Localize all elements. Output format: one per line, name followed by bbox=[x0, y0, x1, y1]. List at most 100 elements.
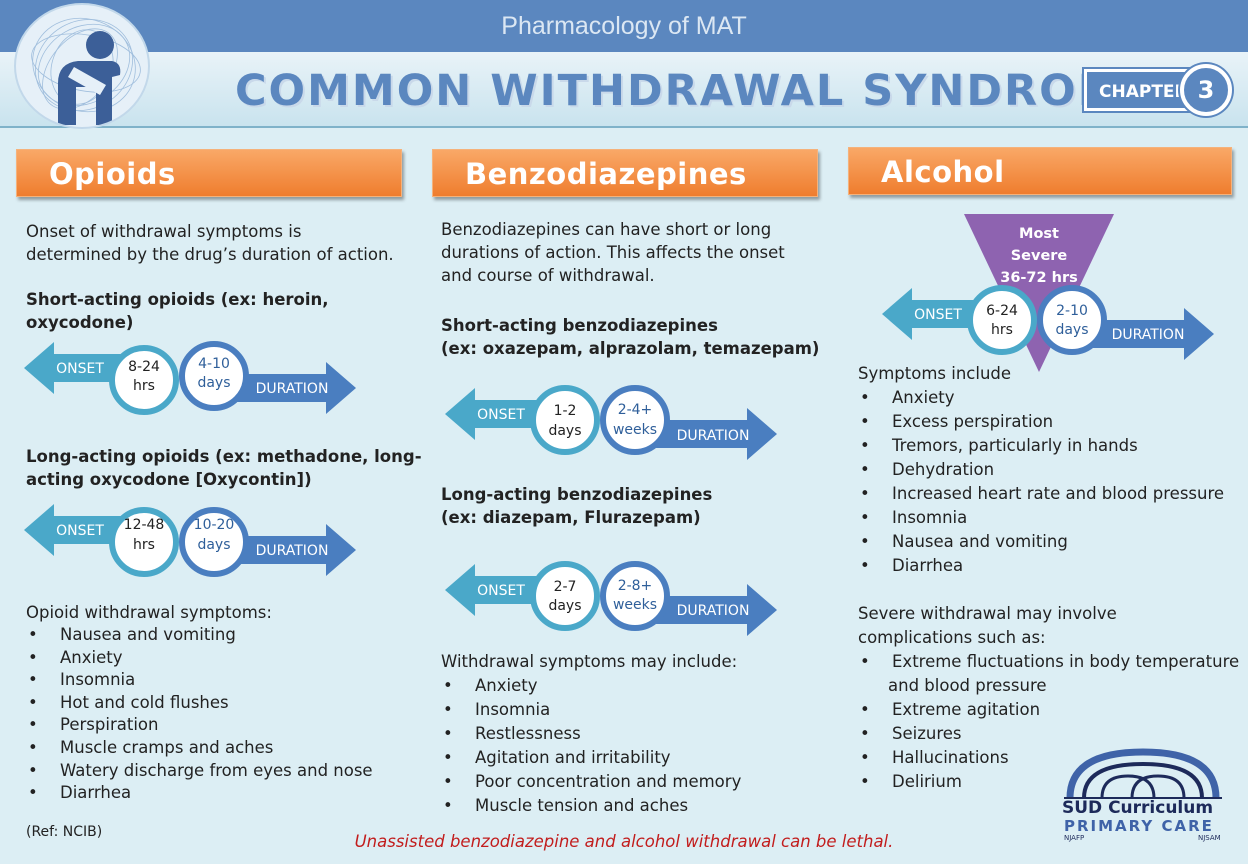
alcohol-severe-list: Extreme fluctuations in body temperature… bbox=[858, 650, 1239, 794]
onset-circle bbox=[530, 385, 600, 455]
logo-left-org: NJAFP bbox=[1064, 834, 1085, 842]
duration-unit: days bbox=[1055, 322, 1088, 338]
list-item: Perspiration bbox=[26, 714, 373, 737]
list-item: Muscle tension and aches bbox=[441, 794, 741, 818]
benzo-intro: Benzodiazepines can have short or long d… bbox=[441, 218, 821, 287]
list-item: Insomnia bbox=[441, 698, 741, 722]
onset-label: ONSET bbox=[477, 407, 525, 423]
header: Pharmacology of MAT COMMON WITHDRAWAL SY… bbox=[0, 0, 1248, 129]
list-item: Nausea and vomiting bbox=[26, 624, 373, 647]
duration-circle bbox=[179, 341, 249, 411]
alcohol-severe-title-line: complications such as: bbox=[858, 628, 1046, 647]
list-item: Increased heart rate and blood pressure bbox=[858, 482, 1224, 506]
peak-severity-triangle bbox=[964, 214, 1114, 372]
onset-circle bbox=[530, 561, 600, 631]
logo-right-org: NJSAM bbox=[1198, 834, 1221, 842]
opioids-short-title: Short-acting opioids (ex: heroin, oxycod… bbox=[26, 288, 406, 334]
duration-value: 2-8+ bbox=[618, 578, 653, 594]
peak-line: Severe bbox=[1011, 248, 1068, 264]
onset-label: ONSET bbox=[56, 361, 104, 377]
chapter-number: 3 bbox=[1180, 64, 1232, 116]
opioids-symptoms-title: Opioid withdrawal symptoms: bbox=[26, 603, 272, 622]
benzo-short-title-line: Short-acting benzodiazepines bbox=[441, 316, 718, 335]
duration-unit: days bbox=[197, 375, 230, 391]
alcohol-symptoms-title: Symptoms include bbox=[858, 364, 1012, 383]
peak-line: Most bbox=[1019, 226, 1059, 242]
onset-label: ONSET bbox=[914, 307, 962, 323]
opioids-intro-line: Onset of withdrawal symptoms is bbox=[26, 222, 302, 241]
list-item: Diarrhea bbox=[26, 782, 373, 805]
onset-circle bbox=[967, 285, 1037, 355]
list-item: Insomnia bbox=[26, 669, 373, 692]
list-item: Hot and cold flushes bbox=[26, 692, 373, 715]
benzo-short-title-line: (ex: oxazepam, alprazolam, temazepam) bbox=[441, 339, 820, 358]
arch-logo-icon bbox=[1064, 748, 1222, 799]
alcohol-symptom-list: Anxiety Excess perspiration Tremors, par… bbox=[858, 386, 1224, 578]
opioids-long-title: Long-acting opioids (ex: methadone, long… bbox=[26, 445, 422, 491]
duration-circle bbox=[600, 561, 670, 631]
onset-unit: days bbox=[548, 598, 581, 614]
list-item: Anxiety bbox=[26, 647, 373, 670]
list-item: Agitation and irritability bbox=[441, 746, 741, 770]
onset-value: 1-2 bbox=[554, 403, 577, 419]
duration-label: DURATION bbox=[677, 428, 750, 444]
alcohol-arrow: Most Severe 36-72 hrs ONSET DURATION 6-2… bbox=[882, 214, 1214, 372]
benzo-symptom-list: Anxiety Insomnia Restlessness Agitation … bbox=[441, 674, 741, 818]
continuation-text: and blood pressure bbox=[888, 676, 1047, 695]
onset-value: 2-7 bbox=[554, 579, 577, 595]
reference-note: (Ref: NCIB) bbox=[26, 824, 103, 840]
list-item: Restlessness bbox=[441, 722, 741, 746]
duration-value: 4-10 bbox=[198, 356, 230, 372]
list-item: Watery discharge from eyes and nose bbox=[26, 760, 373, 783]
onset-unit: hrs bbox=[991, 322, 1013, 338]
duration-circle bbox=[600, 385, 670, 455]
benzo-long-title-line: (ex: diazepam, Flurazepam) bbox=[441, 508, 701, 527]
list-item-continuation: and blood pressure bbox=[858, 674, 1239, 698]
onset-circle bbox=[109, 345, 179, 415]
list-item: Muscle cramps and aches bbox=[26, 737, 373, 760]
person-logo-icon bbox=[14, 3, 150, 129]
list-item: Delirium bbox=[858, 770, 1239, 794]
duration-label: DURATION bbox=[677, 603, 750, 619]
duration-unit: days bbox=[197, 537, 230, 553]
alcohol-heading: Alcohol bbox=[881, 155, 1005, 189]
benzo-long-arrow: ONSET DURATION 2-7 days 2-8+ weeks bbox=[445, 561, 777, 636]
benzo-short-title: Short-acting benzodiazepines (ex: oxazep… bbox=[441, 314, 821, 360]
header-bottom-band bbox=[0, 52, 1248, 128]
page-subtitle: Pharmacology of MAT bbox=[501, 12, 747, 40]
opioids-short-title-line: oxycodone) bbox=[26, 313, 134, 332]
duration-label: DURATION bbox=[256, 381, 329, 397]
list-item: Dehydration bbox=[858, 458, 1224, 482]
alcohol-severe-title-line: Severe withdrawal may involve bbox=[858, 604, 1117, 623]
list-item: Nausea and vomiting bbox=[858, 530, 1224, 554]
list-item: Diarrhea bbox=[858, 554, 1224, 578]
header-top-band bbox=[0, 0, 1248, 52]
chapter-badge: CHAPTER 3 bbox=[1084, 64, 1236, 116]
opioids-symptom-list: Nausea and vomiting Anxiety Insomnia Hot… bbox=[26, 624, 373, 805]
list-item: Anxiety bbox=[858, 386, 1224, 410]
opioids-short-title-line: Short-acting opioids (ex: heroin, bbox=[26, 290, 329, 309]
benzo-long-title: Long-acting benzodiazepines (ex: diazepa… bbox=[441, 483, 821, 529]
opioids-intro: Onset of withdrawal symptoms is determin… bbox=[26, 220, 406, 266]
alcohol-severe-title: Severe withdrawal may involve complicati… bbox=[858, 602, 1117, 650]
onset-unit: days bbox=[548, 423, 581, 439]
chapter-box: CHAPTER bbox=[1084, 69, 1196, 111]
benzo-heading: Benzodiazepines bbox=[465, 157, 747, 191]
logo-title: SUD Curriculum bbox=[1062, 798, 1214, 818]
opioids-long-title-line: Long-acting opioids (ex: methadone, long… bbox=[26, 447, 422, 466]
benzo-long-title-line: Long-acting benzodiazepines bbox=[441, 485, 713, 504]
list-item: Excess perspiration bbox=[858, 410, 1224, 434]
onset-label: ONSET bbox=[56, 523, 104, 539]
page-title: COMMON WITHDRAWAL SYNDROMES bbox=[235, 66, 1187, 116]
onset-value: 12-48 bbox=[124, 517, 165, 533]
opioids-long-title-line: acting oxycodone [Oxycontin]) bbox=[26, 470, 312, 489]
list-item: Extreme agitation bbox=[858, 698, 1239, 722]
onset-unit: hrs bbox=[133, 378, 155, 394]
sud-curriculum-logo: SUD Curriculum PRIMARY CARE NJAFP NJSAM bbox=[1058, 748, 1228, 844]
list-item: Hallucinations bbox=[858, 746, 1239, 770]
onset-value: 8-24 bbox=[128, 359, 160, 375]
list-item: Extreme fluctuations in body temperature bbox=[858, 650, 1239, 674]
onset-value: 6-24 bbox=[986, 303, 1018, 319]
alcohol-banner: Alcohol bbox=[848, 147, 1232, 195]
opioids-short-arrow: ONSET DURATION 8-24 hrs 4-10 days bbox=[24, 341, 356, 415]
